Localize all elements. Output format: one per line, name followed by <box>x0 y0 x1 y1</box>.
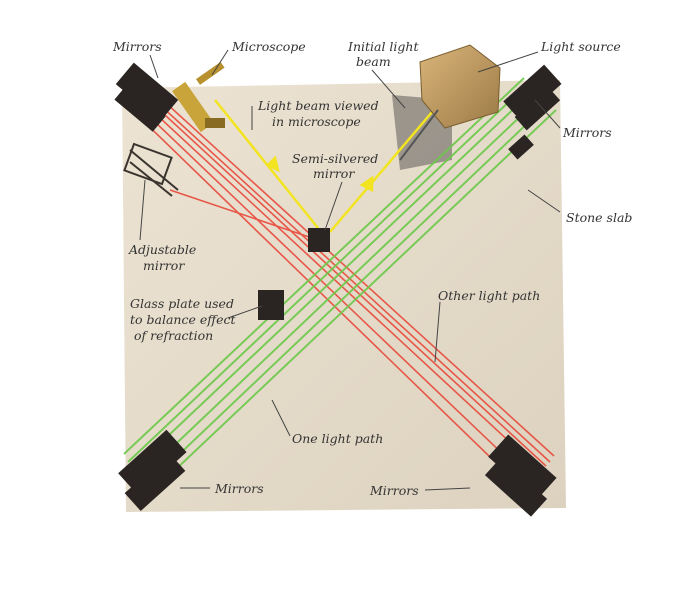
label-mirrors-bottom-left: Mirrors <box>214 481 264 496</box>
adjustable-mirror <box>123 142 179 197</box>
mirror-bottom-left <box>118 429 187 511</box>
label-stone-slab: Stone slab <box>566 210 632 225</box>
mirror-bottom-right <box>484 434 557 517</box>
label-adjustable-1: Adjustable <box>128 242 196 257</box>
label-glass-plate-3: of refraction <box>134 328 213 343</box>
red-light-path <box>129 91 555 489</box>
label-microscope: Microscope <box>231 39 306 54</box>
label-other-path: Other light path <box>438 288 540 303</box>
label-beam-viewed-1: Light beam viewed <box>257 98 379 113</box>
label-initial-beam-1: Initial light <box>347 39 419 54</box>
label-mirrors-bottom-right: Mirrors <box>369 483 419 498</box>
label-glass-plate-1: Glass plate used <box>130 296 234 311</box>
mirror-top-right <box>503 64 562 160</box>
mirror-top-left <box>114 62 179 132</box>
label-mirrors-top-left: Mirrors <box>112 39 162 54</box>
label-glass-plate-2: to balance effect <box>130 312 237 327</box>
light-source-box <box>399 44 501 161</box>
glass-plate <box>258 290 284 320</box>
label-one-path: One light path <box>292 431 383 446</box>
semi-silvered-mirror <box>308 228 330 252</box>
microscope <box>172 61 225 133</box>
label-adjustable-2: mirror <box>143 258 185 273</box>
label-light-source: Light source <box>540 39 621 54</box>
label-beam-viewed-2: in microscope <box>272 114 361 129</box>
green-light-path <box>123 77 557 489</box>
leader-lines <box>139 49 561 491</box>
label-mirrors-top-right: Mirrors <box>562 125 612 140</box>
yellow-beams <box>214 99 439 233</box>
label-semi-silvered-1: Semi-silvered <box>292 151 378 166</box>
label-initial-beam-2: beam <box>356 54 391 69</box>
label-semi-silvered-2: mirror <box>313 166 355 181</box>
